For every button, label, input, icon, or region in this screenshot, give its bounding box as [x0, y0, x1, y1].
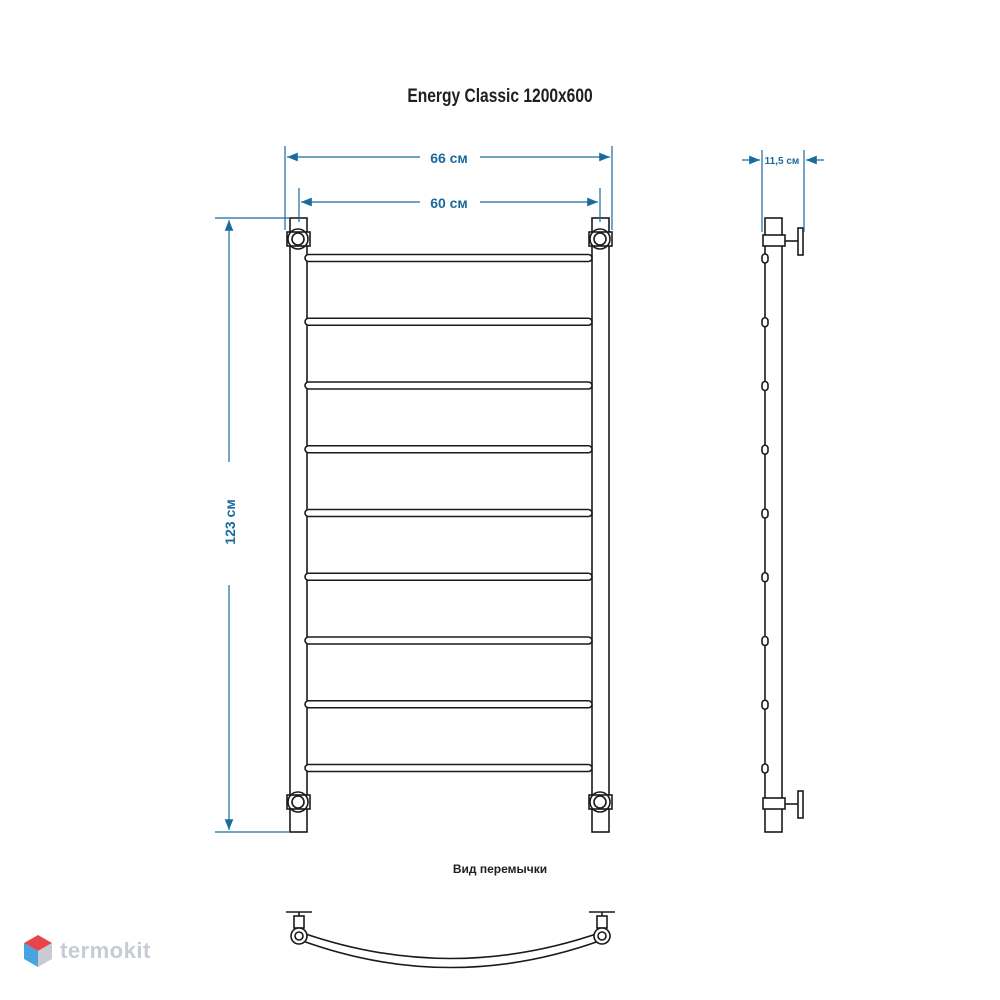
bridge-curve-inner [299, 939, 603, 969]
left-post [289, 217, 308, 833]
bridge-view [286, 911, 615, 969]
bridge-view-caption: Вид перемычки [452, 862, 548, 876]
side-rung-end [761, 763, 769, 774]
front-view [286, 217, 613, 833]
rung [304, 572, 593, 582]
dimension-wall-offset [742, 150, 824, 232]
side-post [764, 217, 783, 833]
side-mount-bottom [762, 790, 804, 819]
dimension-overall-width [284, 146, 613, 230]
bridge-mount-left [286, 911, 312, 945]
rung [304, 699, 593, 709]
mount-top-right [588, 228, 613, 250]
side-rung-end [761, 635, 769, 647]
rung [304, 636, 593, 645]
right-post [591, 217, 610, 833]
dimension-wall-offset-label: 11,5 см [765, 156, 800, 167]
termokit-logo-icon [24, 935, 52, 967]
logo-text: termokit [60, 938, 151, 963]
side-rung-end [761, 699, 769, 711]
side-rung-end [761, 253, 769, 264]
dimension-height-label: 123 см [222, 499, 238, 544]
side-mount-top [762, 227, 804, 256]
side-view [761, 217, 804, 833]
rungs [304, 253, 593, 773]
mount-bottom-left [286, 791, 311, 813]
side-rung-end [761, 508, 769, 519]
side-rung-end [761, 316, 769, 328]
drawing-title: Energy Classic 1200x600 [407, 86, 593, 107]
rung [304, 444, 593, 454]
rung [304, 253, 593, 263]
dimension-rail-spacing [298, 188, 601, 222]
rung [304, 508, 593, 518]
side-rung-end [761, 444, 769, 456]
side-rung-end [761, 380, 769, 392]
side-rung-ends [761, 253, 769, 774]
mount-top-left [286, 228, 311, 250]
bridge-mount-right [589, 911, 615, 945]
dimension-overall-width-label: 66 см [430, 150, 468, 166]
side-rung-end [761, 571, 769, 583]
dimension-height [215, 217, 290, 833]
mount-bottom-right [588, 791, 613, 813]
rung [304, 317, 593, 327]
termokit-logo: termokit [24, 935, 151, 967]
bridge-curve-outer [299, 931, 603, 960]
rung [304, 763, 593, 773]
rung [304, 381, 593, 390]
dimension-rail-spacing-label: 60 см [430, 195, 468, 211]
